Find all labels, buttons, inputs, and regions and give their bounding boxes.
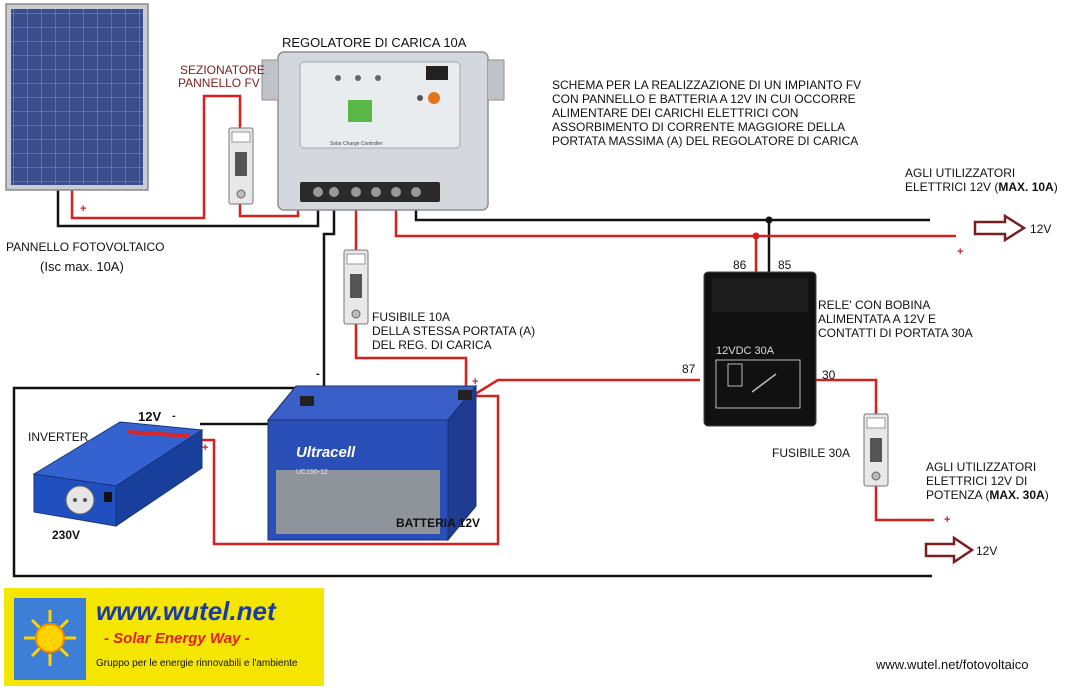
fuse-10a [343, 249, 369, 325]
fuse-30a [863, 413, 889, 487]
junction-dot-negative [765, 216, 773, 224]
output-arrow-top-icon [973, 213, 1027, 243]
output-arrow-bottom-icon [924, 535, 975, 565]
solar-panel [5, 3, 149, 191]
junction-dot-positive [752, 232, 760, 240]
regulator-title: REGOLATORE DI CARICA 10A [282, 35, 467, 50]
inverter-230v-label: 230V [52, 528, 81, 542]
fuse10-label-2: DELLA STESSA PORTATA (A) [372, 324, 536, 338]
users30-label-2: ELETTRICI 12V DI [926, 474, 1028, 488]
relay-face-text: 12VDC 30A [716, 345, 775, 357]
relay-label-3: CONTATTI DI PORTATA 30A [818, 326, 973, 340]
relay-pin-86: 86 [733, 258, 747, 272]
relay-label-2: ALIMENTATA A 12V E [818, 312, 937, 326]
inverter-minus: - [172, 410, 176, 422]
disconnector-label-1: SEZIONATORE [180, 63, 265, 77]
relay-pin-30: 30 [822, 368, 836, 382]
sun-icon [14, 598, 86, 680]
controller-face-text: Solar Charge Controller [330, 141, 383, 147]
panel-label-1: PANNELLO FOTOVOLTAICO [6, 240, 165, 254]
inverter-label: INVERTER [28, 430, 89, 444]
description-line: PORTATA MASSIMA (A) DEL REGOLATORE DI CA… [552, 134, 859, 148]
logo-tagline: - Solar Energy Way - [104, 630, 250, 647]
description-line: SCHEMA PER LA REALIZZAZIONE DI UN IMPIAN… [552, 78, 862, 92]
users30-label-1: AGLI UTILIZZATORI [926, 460, 1037, 474]
disconnector-switch [228, 127, 254, 205]
fuse10-label-1: FUSIBILE 10A [372, 310, 451, 324]
users30-label-3: POTENZA (MAX. 30A) [926, 488, 1049, 502]
disconnector-label-2: PANNELLO FV [178, 76, 260, 90]
inverter-12v-label: 12V [138, 409, 162, 424]
battery-minus: - [316, 368, 320, 380]
relay-label-1: RELE' CON BOBINA [818, 298, 931, 312]
description-line: ASSORBIMENTO DI CORRENTE MAGGIORE DELLA [552, 120, 846, 134]
output-bottom-plus: + [944, 514, 951, 526]
wutel-logo: www.wutel.net - Solar Energy Way - Grupp… [4, 588, 324, 686]
fuse10-label-3: DEL REG. DI CARICA [372, 338, 492, 352]
battery-brand: Ultracell [296, 444, 356, 461]
output-top-plus: + [957, 246, 964, 258]
output-12v-top: 12V [1030, 222, 1052, 236]
charge-controller [261, 51, 505, 211]
inverter [32, 421, 204, 527]
logo-subtitle: Gruppo per le energie rinnovabili e l'am… [96, 658, 298, 669]
users10-label-2: ELETTRICI 12V (MAX. 10A) [905, 180, 1058, 194]
output-12v-bottom: 12V [976, 544, 998, 558]
battery-label: BATTERIA 12V [396, 516, 481, 530]
fuse30-label: FUSIBILE 30A [772, 446, 851, 460]
description-line: ALIMENTARE DEI CARICHI ELETTRICI CON [552, 106, 799, 120]
logo-url: www.wutel.net [96, 596, 276, 626]
battery-plus: + [472, 376, 479, 388]
relay [703, 271, 817, 427]
footer-url-link[interactable]: www.wutel.net/fotovoltaico [876, 657, 1029, 672]
relay-pin-87: 87 [682, 362, 696, 376]
inverter-plus: + [202, 442, 209, 454]
users10-label-1: AGLI UTILIZZATORI [905, 166, 1016, 180]
battery-model: UC150-12 [296, 469, 328, 476]
relay-pin-85: 85 [778, 258, 792, 272]
panel-label-2: (Isc max. 10A) [40, 259, 124, 274]
description-line: CON PANNELLO E BATTERIA A 12V IN CUI OCC… [552, 92, 856, 106]
panel-plus: + [80, 203, 87, 215]
battery [266, 384, 478, 542]
